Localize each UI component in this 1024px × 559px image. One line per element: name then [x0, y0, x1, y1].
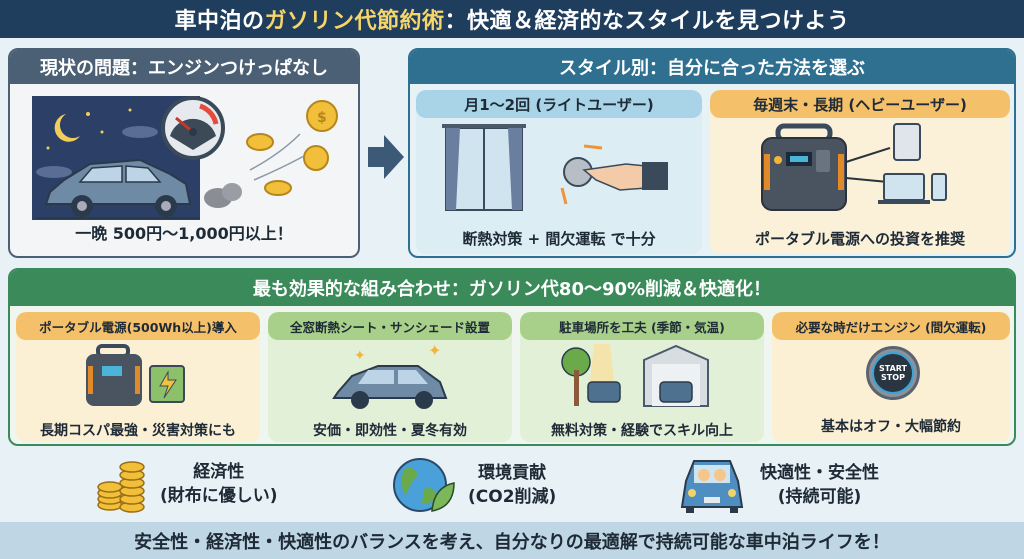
- benefit-economy: 経済性 (財布に優しい): [96, 455, 278, 513]
- heavy-user-caption: ポータブル電源への投資を推奨: [754, 230, 965, 248]
- portable-power-illustration: [761, 123, 947, 211]
- heavy-user-title: 毎週末・長期 (ヘビーユーザー): [710, 90, 1010, 118]
- svg-text:✦: ✦: [428, 341, 441, 360]
- combo-item-title: 駐車場所を工夫 (季節・気温): [520, 312, 764, 340]
- styles-title: スタイル別：自分に合った方法を選ぶ: [410, 50, 1014, 84]
- benefit-comfort: 快適性・安全性 (持続可能): [676, 455, 879, 515]
- tree-garage-icon: [561, 344, 709, 407]
- problem-illustration: $: [10, 84, 358, 224]
- problem-caption: 一晩 500円〜1,000円以上！: [75, 224, 293, 243]
- coin-stack-icon: [97, 461, 145, 513]
- earth-leaf-icon: [393, 458, 455, 512]
- car-sunshade-icon: ✦ ✦: [332, 341, 448, 409]
- combo-item-caption: 無料対策・経験でスキル向上: [551, 423, 733, 439]
- svg-text:$: $: [317, 110, 327, 126]
- combo-item-caption: 安価・即効性・夏冬有効: [313, 423, 467, 439]
- stop-label: STOP: [881, 373, 905, 382]
- title-highlight: ガソリン代節約術: [264, 9, 445, 34]
- combo-item-portable-power: ポータブル電源(500Wh以上)導入 長期コスパ最強・災害対策にも: [16, 312, 260, 442]
- light-user-panel: 月1〜2回 (ライトユーザー) 断熱対策 + 間欠運転 で十分: [416, 90, 702, 254]
- benefit-label: 快適性・安全性: [760, 463, 879, 483]
- page-header: 車中泊の ガソリン代節約術 ：快適＆経済的なスタイルを見つけよう: [0, 0, 1024, 38]
- benefit-sublabel: (CO2削減): [468, 487, 557, 507]
- combo-item-title: ポータブル電源(500Wh以上)導入: [16, 312, 260, 340]
- curtain-key-illustration: [442, 124, 668, 211]
- start-label: START: [878, 364, 908, 373]
- problem-title: 現状の問題：エンジンつけっぱなし: [10, 50, 358, 84]
- combo-item-caption: 長期コスパ最強・災害対策にも: [40, 423, 236, 439]
- combo-item-caption: 基本はオフ・大幅節約: [821, 419, 961, 435]
- benefit-sublabel: (財布に優しい): [160, 486, 278, 506]
- svg-text:✦: ✦: [354, 348, 366, 364]
- family-car-icon: [680, 460, 744, 513]
- combo-item-title: 全窓断熱シート・サンシェード設置: [268, 312, 512, 340]
- problem-card: 現状の問題：エンジンつけっぱなし $ 一晩: [8, 48, 360, 258]
- styles-card: スタイル別：自分に合った方法を選ぶ 月1〜2回 (ライトユーザー) 断熱対策 +…: [408, 48, 1016, 258]
- benefit-sublabel: (持続可能): [777, 487, 862, 507]
- benefit-label: 環境貢献: [478, 463, 547, 483]
- benefit-label: 経済性: [193, 462, 245, 482]
- light-user-caption: 断熱対策 + 間欠運転 で十分: [462, 230, 656, 248]
- start-stop-button-icon: START STOP: [772, 340, 1010, 412]
- heavy-user-panel: 毎週末・長期 (ヘビーユーザー) ポータブル電源への投資を推奨: [710, 90, 1010, 254]
- combo-item-parking: 駐車場所を工夫 (季節・気温) 無料対策・経験でスキル向上: [520, 312, 764, 442]
- night-car-illustration: $: [32, 96, 338, 220]
- combo-item-insulation: 全窓断熱シート・サンシェード設置 ✦ ✦ 安価・即効性・夏冬有効: [268, 312, 512, 442]
- title-suffix: ：快適＆経済的なスタイルを見つけよう: [444, 9, 850, 34]
- title-prefix: 車中泊の: [174, 9, 265, 34]
- combo-title: 最も効果的な組み合わせ：ガソリン代80〜90%削減＆快適化！: [10, 270, 1014, 306]
- footer-banner: 安全性・経済性・快適性のバランスを考え、自分なりの最適解で持続可能な車中泊ライフ…: [0, 522, 1024, 559]
- combo-item-intermittent: 必要な時だけエンジン (間欠運転) START STOP 基本はオフ・大幅節約: [772, 312, 1010, 442]
- light-user-title: 月1〜2回 (ライトユーザー): [416, 90, 702, 118]
- arrow-right-icon: [368, 135, 404, 179]
- benefit-environment: 環境貢献 (CO2削減): [392, 455, 556, 515]
- power-battery-icon: [86, 344, 185, 406]
- combo-card: 最も効果的な組み合わせ：ガソリン代80〜90%削減＆快適化！ ポータブル電源(5…: [8, 268, 1016, 446]
- combo-item-title: 必要な時だけエンジン (間欠運転): [772, 312, 1010, 340]
